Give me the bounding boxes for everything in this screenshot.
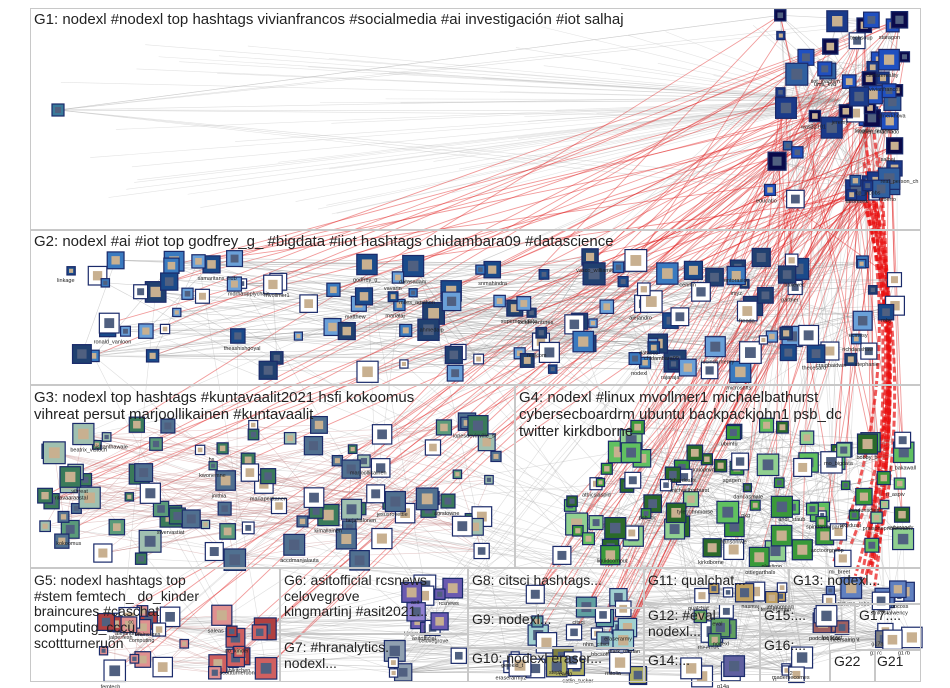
group-label-g6: G6: asitofficial rcsnews celovegrove kin… (284, 573, 468, 620)
group-label-g4: G4: nodexl #linux mvollmer1 michaelbathu… (519, 390, 919, 440)
group-label-g21: G21 (877, 654, 921, 670)
group-label-g13: G13: nodexl... (793, 573, 919, 589)
group-box-g1 (30, 8, 921, 230)
group-label-g11: G11: qualchat... (648, 573, 788, 589)
node-label: femtech_ (101, 684, 125, 688)
group-label-g3: G3: nodexl top hashtags #kuntavaalit2021… (34, 390, 512, 424)
node-label: g14a (717, 684, 730, 688)
group-label-g10: G10: nodexl eraser... (472, 651, 644, 667)
group-label-g22: G22 (834, 654, 874, 670)
group-label-g9: G9: nodexl... (472, 612, 644, 628)
group-label-g7: G7: #hranalytics. nodexl... (284, 640, 468, 671)
group-label-g16: G16:... (764, 638, 830, 654)
group-box-g2 (30, 230, 921, 385)
group-label-g15: G15:... (764, 608, 854, 624)
group-label-g2: G2: nodexl #ai #iot top godfrey_g_ #bigd… (34, 234, 914, 251)
group-label-g12: G12: #eval nodexl... (648, 608, 760, 639)
group-label-g5: G5: nodexl hashtags top #stem femtech_ d… (34, 573, 278, 651)
group-label-g14: G14:... (648, 653, 760, 669)
group-label-g17: G17:... (859, 608, 921, 624)
group-label-g8: G8: citsci hashtags... (472, 573, 644, 589)
group-label-g1: G1: nodexl #nodexl top hashtags vivianfr… (34, 12, 914, 29)
